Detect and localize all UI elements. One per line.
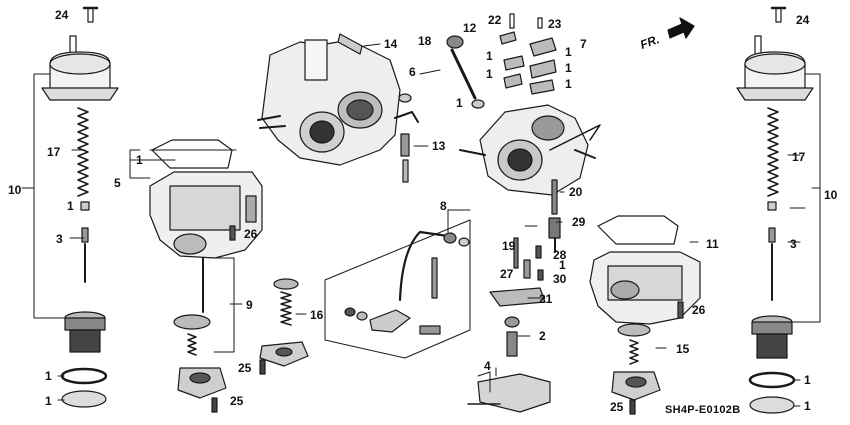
callout-17-left: 17 [47, 145, 61, 159]
callout-18: 18 [418, 34, 432, 48]
callout-7: 7 [580, 37, 587, 51]
callout-13: 13 [432, 139, 446, 153]
callout-28: 28 [553, 248, 567, 262]
callout-1-e: 1 [565, 61, 572, 75]
callout-21: 21 [539, 292, 553, 306]
center-stack [467, 237, 551, 413]
callout-14: 14 [384, 37, 398, 51]
callout-1-f: 1 [565, 77, 572, 91]
callout-16: 16 [310, 308, 324, 322]
callout-1-i: 1 [559, 258, 566, 272]
linkage-kit [324, 219, 471, 359]
callout-19: 19 [502, 239, 516, 253]
callout-11: 11 [706, 237, 719, 251]
callout-12: 12 [463, 21, 477, 35]
callout-4: 4 [484, 359, 491, 373]
callout-2: 2 [539, 329, 546, 343]
callout-22: 22 [488, 13, 502, 27]
callout-3-left: 3 [56, 232, 63, 246]
callout-29: 29 [572, 215, 586, 229]
callout-10-left: 10 [8, 183, 22, 197]
callout-27: 27 [500, 267, 514, 281]
callout-23: 23 [548, 17, 562, 31]
callout-15: 15 [676, 342, 690, 356]
callout-25-c: 25 [610, 400, 624, 414]
callout-20: 20 [569, 185, 583, 199]
callout-1-b: 1 [486, 67, 493, 81]
callout-26-left: 26 [244, 227, 258, 241]
callout-24-left: 24 [55, 8, 69, 22]
callout-25-a: 25 [238, 361, 252, 375]
callout-1-d: 1 [565, 45, 572, 59]
callout-25-b: 25 [230, 394, 244, 408]
callout-6: 6 [409, 65, 416, 79]
callout-17-right: 17 [792, 150, 806, 164]
front-arrow-icon [667, 17, 695, 39]
callout-5: 5 [114, 176, 121, 190]
callout-30: 30 [553, 272, 567, 286]
diagram-code: SH4P-E0102B [665, 404, 741, 416]
callout-1-c: 1 [456, 96, 463, 110]
right-throttle-body [459, 13, 601, 253]
callout-1-k: 1 [804, 373, 811, 387]
callout-9: 9 [246, 298, 253, 312]
callout-1-m: 1 [804, 399, 811, 413]
accelerator-pump [259, 278, 309, 367]
callout-1-a: 1 [486, 49, 493, 63]
callout-3-right: 3 [790, 237, 797, 251]
callout-1-j: 1 [45, 369, 52, 383]
callout-8: 8 [440, 199, 447, 213]
callout-10-right: 10 [824, 188, 838, 202]
left-throttle-body [257, 33, 485, 183]
callout-1-h: 1 [136, 153, 143, 167]
callout-1-g: 1 [67, 199, 74, 213]
left-float-chamber [129, 139, 266, 413]
leader-lines [21, 43, 821, 407]
callout-24-right: 24 [796, 13, 810, 27]
right-float-chamber [589, 215, 701, 415]
callout-1-l: 1 [45, 394, 52, 408]
right-piston-assembly [736, 6, 821, 414]
left-piston-assembly [33, 6, 119, 408]
callout-26-right: 26 [692, 303, 706, 317]
